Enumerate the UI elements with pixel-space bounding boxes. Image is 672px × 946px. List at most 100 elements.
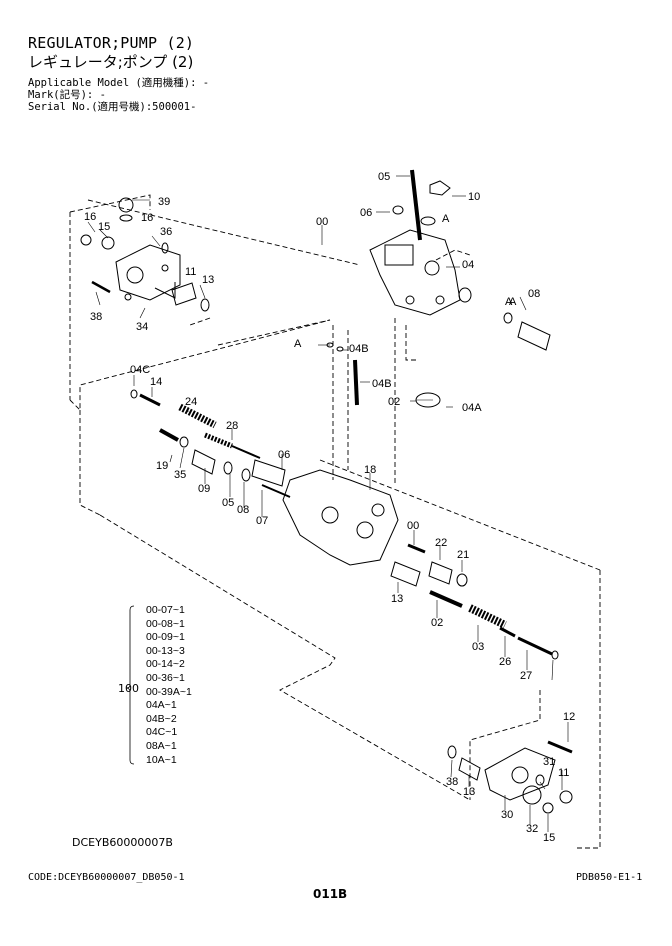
kit-item: 00-39A~1 [146,685,192,698]
callout-label: 26 [499,656,511,668]
bolt [91,280,111,294]
callout-label: 08 [237,504,249,516]
callout-label: 16 [84,211,96,223]
callout-label: A [294,338,302,350]
o-ring [161,242,169,254]
o-ring [420,216,436,226]
boundary-line [319,459,601,571]
callout-label: 06 [278,449,290,461]
page-number: 011B [313,887,348,901]
plug [428,561,453,585]
callout-label: A [442,213,450,225]
callout-label: 04 [462,259,474,271]
flange-block [484,747,556,801]
callout-label: A [505,296,513,308]
o-ring [200,298,210,312]
bolt [547,740,573,754]
kit-item: 00-08~1 [146,617,185,630]
callout-label: 13 [202,274,214,286]
pin [159,428,179,442]
flange-bore [126,266,144,284]
o-ring [179,436,189,448]
page-reference: PDB050-E1-1 [576,872,643,883]
callout-label: 15 [98,221,110,233]
applicable-model: Applicable Model (適用機種): - [28,77,210,89]
boundary-line [189,317,211,326]
callout-label: 11 [558,767,569,779]
kit-item: 00-36~1 [146,672,185,684]
code-line: CODE:DCEYB60000007_DB050-1 [28,872,185,883]
spring-plug [458,757,481,781]
callout-label: 14 [150,376,162,388]
callout-label: 36 [160,226,172,238]
o-ring [241,468,251,482]
kit-item: 00-09~1 [146,631,185,644]
kit-brace [125,605,135,765]
kit-item: 04A~1 [146,699,177,712]
nut [542,802,554,814]
page-title: REGULATOR;PUMP (2) [28,34,195,52]
pilot-valve [369,229,461,316]
kit-item: 04B~2 [146,712,177,725]
callout-label: 08 [528,288,540,300]
callout-label: 22 [435,537,447,549]
boundary-line [469,690,541,800]
callout-label: 13 [463,786,475,798]
kit-item: 00-14~2 [146,658,185,671]
kit-item: 10A~1 [146,753,177,766]
callout-label: 04A [462,402,482,414]
callout-label: 05 [378,171,390,183]
callout-label: 02 [431,617,443,629]
boundary-line [217,319,331,346]
drawing-code: DCEYB60000007B [72,836,173,849]
o-ring [456,573,468,587]
plug [522,785,542,805]
callout-label: 11 [185,266,196,278]
boundary-line [69,319,331,412]
callout-label: 16 [141,212,153,224]
callout-label: 18 [364,464,376,476]
callout-label: 35 [174,469,186,481]
spring [204,432,233,449]
kit-item: 00-13~3 [146,644,185,657]
flange-block [115,244,181,301]
sleeve [390,561,421,587]
pin [261,484,291,498]
callout-label: 06 [360,207,372,219]
callout-label: 24 [185,396,197,408]
callout-label: 04B [349,343,369,355]
callout-label: 30 [501,809,513,821]
plug [118,197,134,213]
callout-label: 02 [388,396,400,408]
boundary-line [79,410,101,516]
plug [429,180,451,196]
sleeve [191,449,216,475]
callout-label: 12 [563,711,575,723]
callout-label: 13 [391,593,403,605]
callout-label: A [509,296,517,308]
callout-label: 27 [520,670,532,682]
spool [139,393,161,407]
bolt-head [392,205,404,215]
callout-label: 07 [256,515,268,527]
callout-label: 00 [316,216,328,228]
serial-number: Serial No.(適用号機):500001- [28,101,197,113]
callout-label: 28 [226,420,238,432]
callout-label: 21 [457,549,469,561]
callout-label: 31 [543,756,555,768]
pin [517,636,553,656]
boundary-line [405,325,418,361]
callout-label: 04C [130,364,150,376]
callout-label: 00 [407,520,419,532]
callout-label: 09 [198,483,210,495]
nut [80,234,92,246]
callout-label: 05 [222,497,234,509]
callout-label: 19 [156,460,168,472]
spool-sleeve [251,459,286,487]
nut [101,236,115,250]
callout-label: 39 [158,196,170,208]
bolt [410,169,422,241]
callout-label: 15 [543,832,555,844]
callout-label: 34 [136,321,148,333]
callout-label: 38 [90,311,102,323]
